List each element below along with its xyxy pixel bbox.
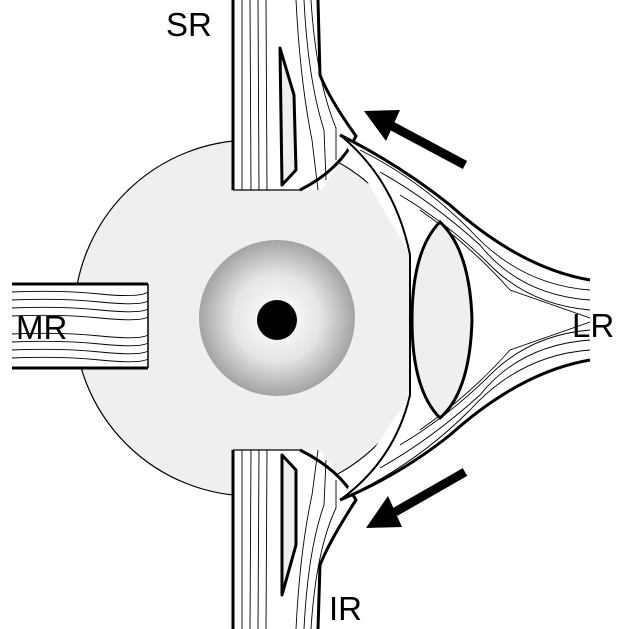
label-superior-rectus: SR — [166, 6, 212, 43]
label-inferior-rectus: IR — [329, 590, 362, 627]
label-medial-rectus: MR — [16, 309, 67, 346]
pupil — [257, 300, 297, 340]
label-lateral-rectus: LR — [572, 307, 614, 344]
superior-rectus-muscle — [233, 0, 356, 190]
